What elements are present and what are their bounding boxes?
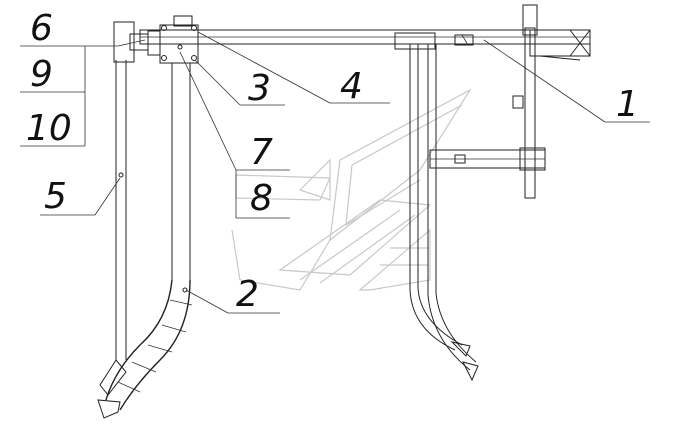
callout-2: 2 [236,274,259,315]
callout-3: 3 [248,68,271,109]
left-tine-outer [99,60,127,396]
bearing-block [113,15,199,64]
callout-7: 7 [250,132,273,173]
callout-5: 5 [44,176,67,217]
watermark-logo [231,88,472,291]
right-tines [409,44,479,382]
callout-4: 4 [340,66,363,107]
right-clamp-assembly [429,4,591,199]
callout-labels: 6 9 10 5 3 4 7 8 2 1 [26,8,639,315]
callout-8: 8 [250,178,273,219]
callout-10: 10 [26,108,72,149]
callout-9: 9 [30,54,53,95]
left-tine-curved [97,63,193,419]
callout-1: 1 [616,84,639,125]
leader-lines [20,31,650,314]
callout-6: 6 [30,8,53,49]
